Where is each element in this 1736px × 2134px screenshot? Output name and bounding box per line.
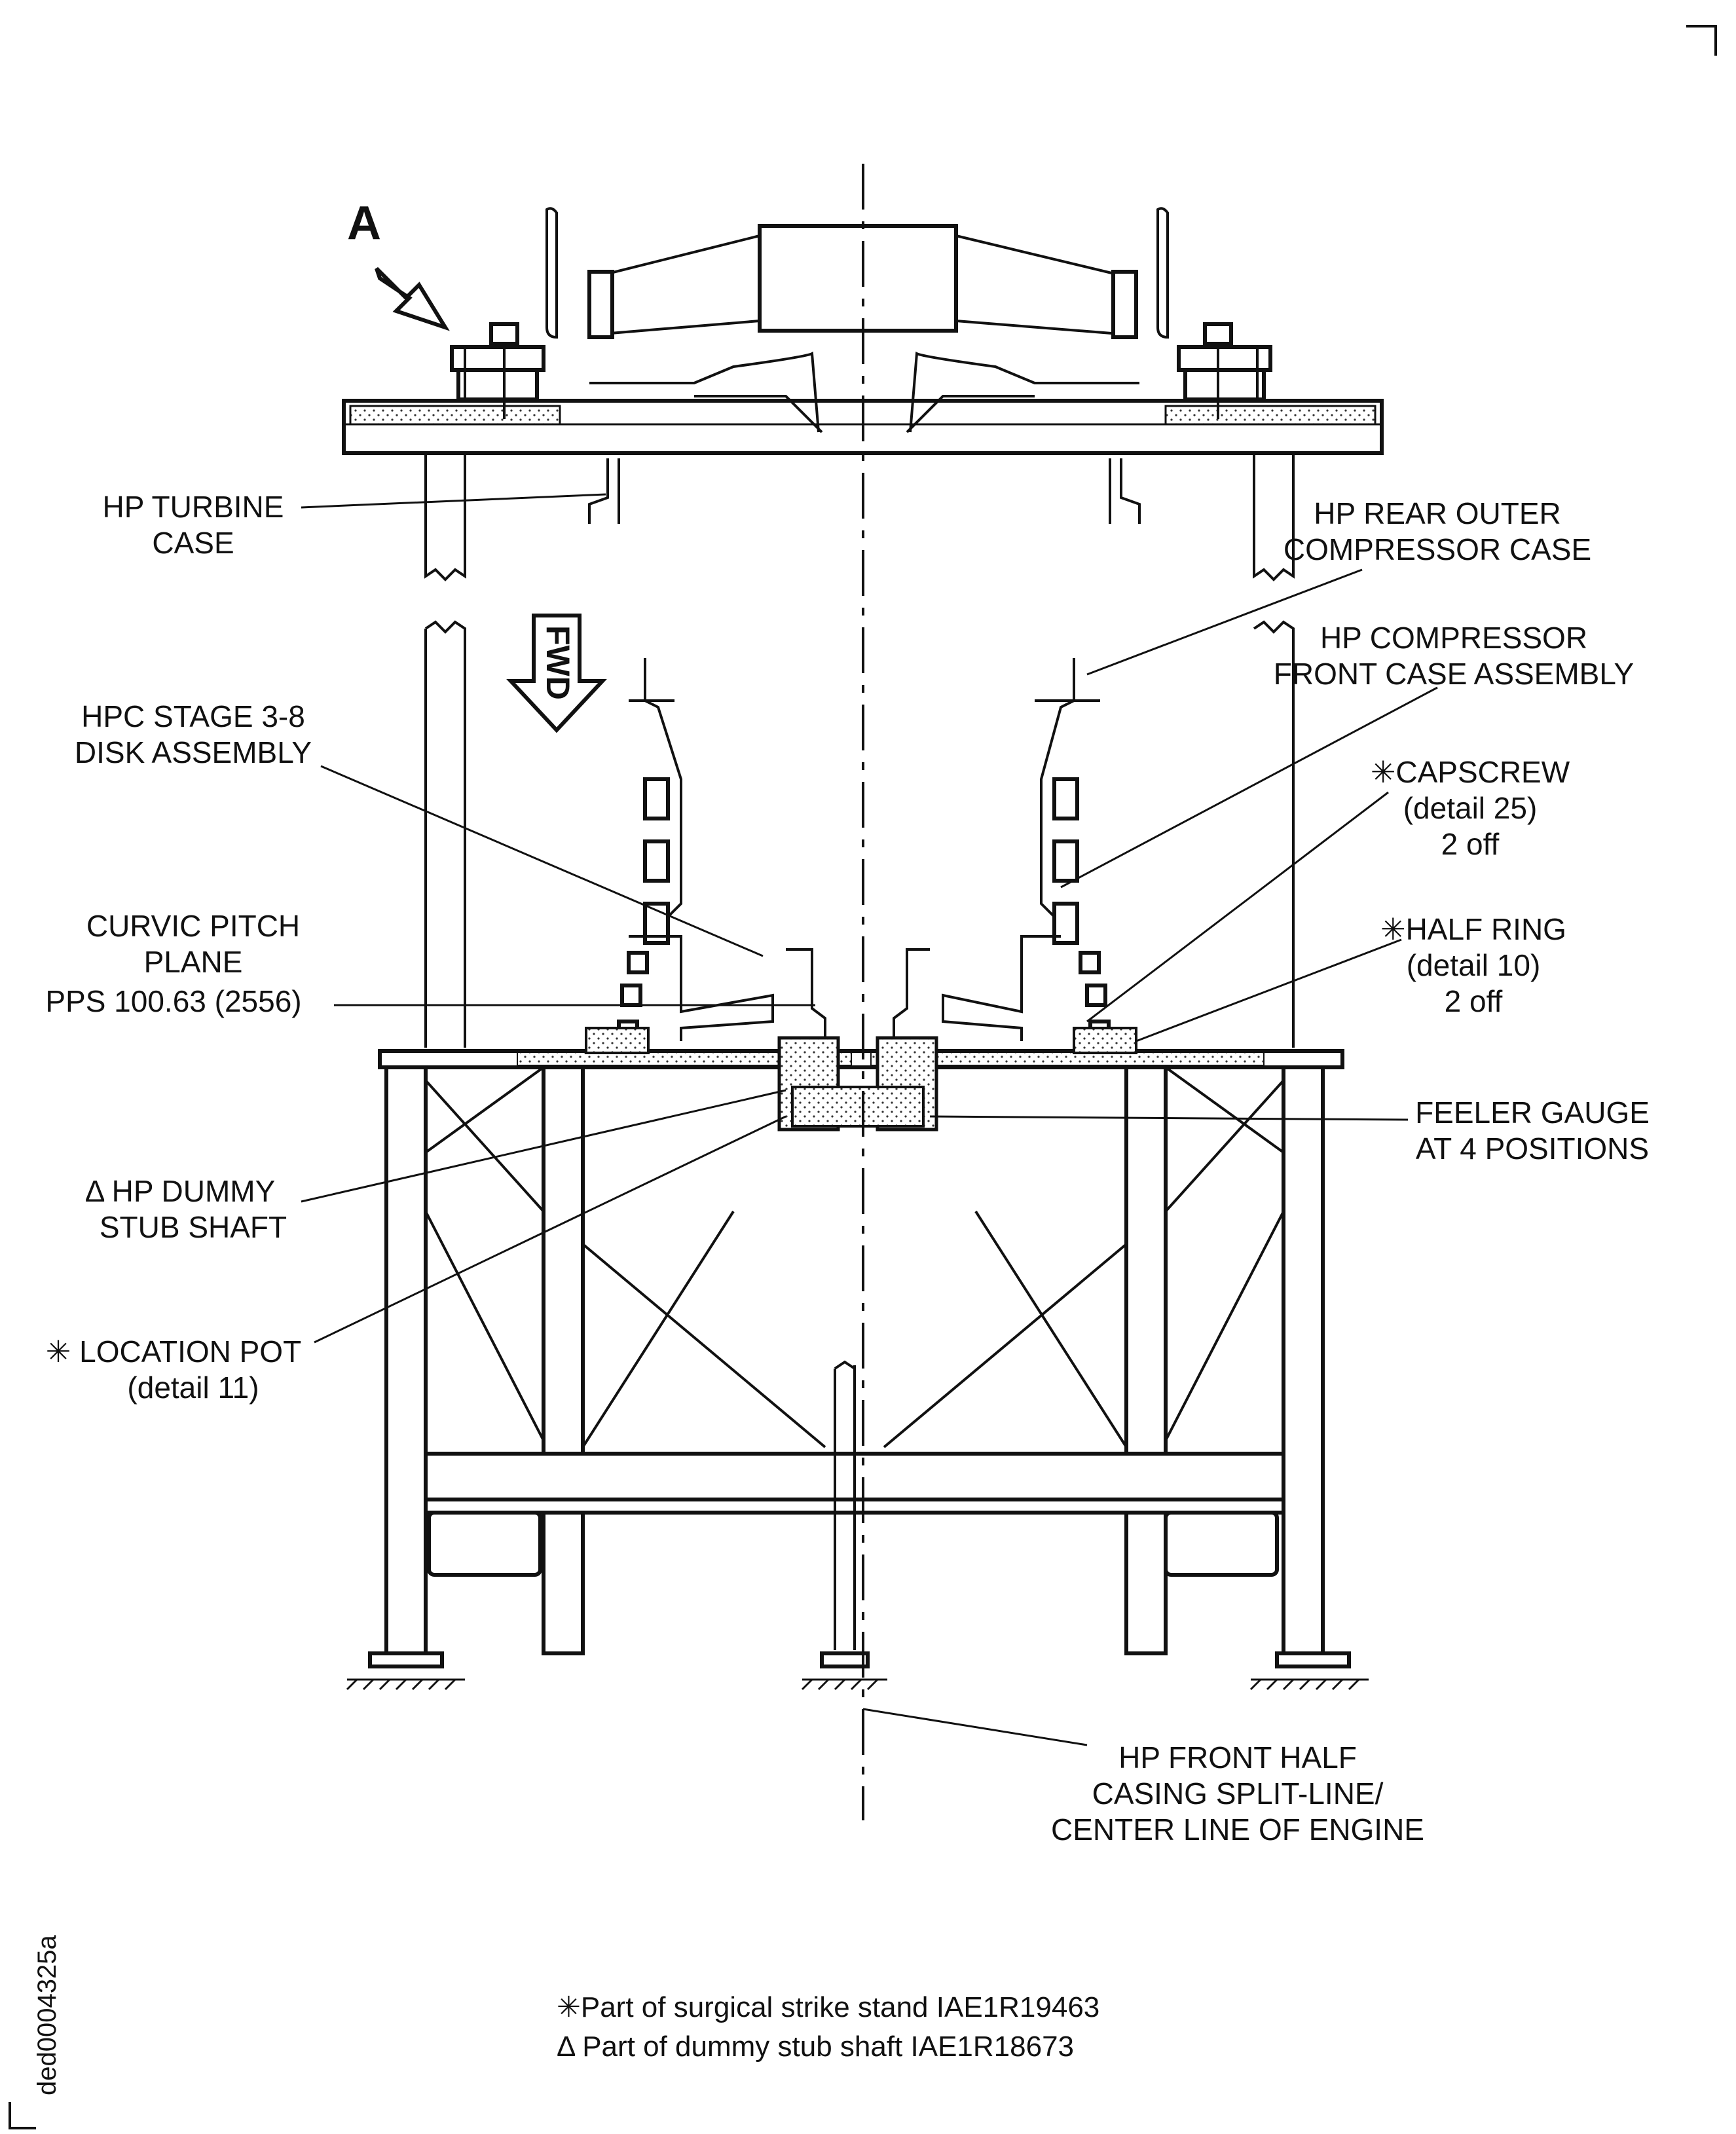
svg-text:(detail 10): (detail 10) [1407,948,1541,982]
footnotes: ✳Part of surgical strike stand IAE1R1946… [557,1991,1099,2063]
svg-text:CASING SPLIT-LINE/: CASING SPLIT-LINE/ [1092,1776,1384,1811]
svg-text:PPS 100.63 (2556): PPS 100.63 (2556) [45,984,301,1018]
label-hp-turbine-case: HP TURBINE CASE [103,490,284,560]
svg-text:2 off: 2 off [1445,984,1503,1018]
svg-text:CENTER LINE OF ENGINE: CENTER LINE OF ENGINE [1051,1812,1424,1847]
svg-text:HP REAR OUTER: HP REAR OUTER [1314,496,1561,530]
svg-text:FEELER GAUGE: FEELER GAUGE [1415,1095,1650,1130]
leader-lines [301,493,1438,1746]
label-curvic-pitch-plane: CURVIC PITCH PLANE PPS 100.63 (2556) [45,909,301,1018]
svg-text:DISK ASSEMBLY: DISK ASSEMBLY [75,735,312,769]
svg-text:2 off: 2 off [1441,827,1500,861]
label-hp-dummy-stub-shaft: Δ HP DUMMY STUB SHAFT [85,1174,287,1244]
svg-text:HP FRONT HALF: HP FRONT HALF [1118,1740,1357,1775]
svg-text:HPC STAGE 3-8: HPC STAGE 3-8 [81,699,305,733]
svg-text:CURVIC PITCH: CURVIC PITCH [86,909,300,943]
svg-text:(detail 25): (detail 25) [1403,791,1538,825]
svg-text:CASE: CASE [152,526,234,560]
label-feeler-gauge: FEELER GAUGE AT 4 POSITIONS [1415,1095,1650,1166]
svg-text:FWD: FWD [540,625,576,700]
support-columns [424,453,1295,1048]
label-capscrew: ✳CAPSCREW (detail 25) 2 off [1371,755,1570,861]
svg-text:AT 4 POSITIONS: AT 4 POSITIONS [1416,1131,1649,1166]
compressor-cases [617,658,1111,1043]
corner-mark-top-right [1686,25,1717,56]
svg-text:COMPRESSOR CASE: COMPRESSOR CASE [1284,532,1591,566]
svg-text:HP COMPRESSOR: HP COMPRESSOR [1320,621,1587,655]
label-half-ring: ✳HALF RING (detail 10) 2 off [1380,912,1566,1018]
lower-stand [346,1027,1369,1691]
svg-text:✳Part of surgical strike stand: ✳Part of surgical strike stand IAE1R1946… [557,1991,1099,2023]
corner-mark-bottom-left [9,2102,36,2129]
label-hp-front-half-casing: HP FRONT HALF CASING SPLIT-LINE/ CENTER … [1051,1740,1424,1847]
label-location-pot: ✳ LOCATION POT (detail 11) [46,1334,301,1405]
label-hp-compressor-front-case-assembly: HP COMPRESSOR FRONT CASE ASSEMBLY [1274,621,1634,691]
label-hpc-stage-disk-assembly: HPC STAGE 3-8 DISK ASSEMBLY [75,699,312,769]
svg-text:✳CAPSCREW: ✳CAPSCREW [1371,755,1570,789]
view-a-arrow [375,267,450,331]
view-letter: A [347,197,381,249]
svg-text:STUB SHAFT: STUB SHAFT [100,1210,287,1244]
label-hp-rear-outer-compressor-case: HP REAR OUTER COMPRESSOR CASE [1284,496,1591,566]
svg-text:HP TURBINE: HP TURBINE [103,490,284,524]
svg-text:(detail 11): (detail 11) [127,1371,259,1405]
svg-text:FRONT CASE ASSEMBLY: FRONT CASE ASSEMBLY [1274,657,1634,691]
svg-text:✳HALF RING: ✳HALF RING [1380,912,1566,946]
fwd-arrow: FWD [506,614,607,733]
svg-text:PLANE: PLANE [144,945,243,979]
svg-text:Δ Part of dummy stub shaft IAE: Δ Part of dummy stub shaft IAE1R18673 [557,2031,1074,2063]
svg-text:Δ HP DUMMY: Δ HP DUMMY [85,1174,276,1208]
svg-text:✳ LOCATION POT: ✳ LOCATION POT [46,1334,301,1369]
figure-code: ded0004325a [33,1935,62,2095]
